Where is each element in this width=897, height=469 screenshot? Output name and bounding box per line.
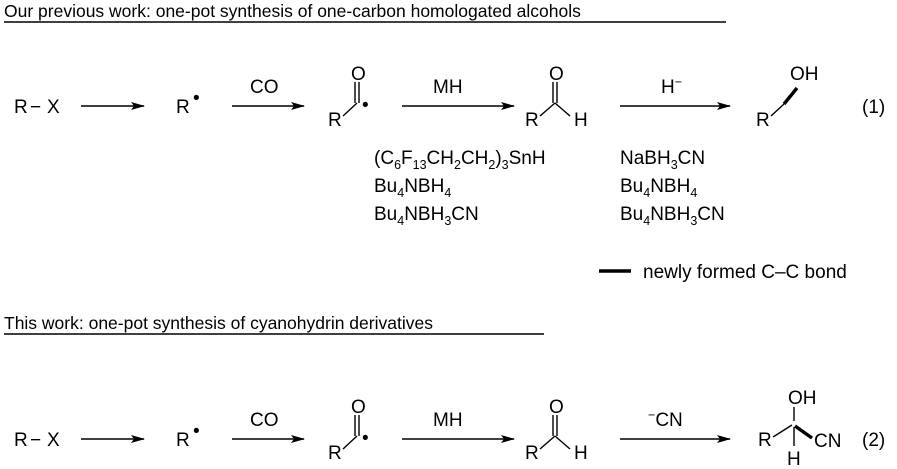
legend-text: newly formed C–C bond (643, 262, 847, 283)
atom-o: O (549, 64, 564, 85)
bond-c-h (554, 435, 571, 450)
atom-o: O (549, 397, 564, 418)
atom-oh: OH (788, 388, 817, 409)
atom-oh: OH (790, 64, 819, 85)
alcohol-product-1: R OH (756, 64, 819, 131)
atom-r: R (14, 97, 28, 118)
alkyl-halide-2: R − X (14, 430, 60, 451)
atom-cn: CN (814, 431, 841, 452)
legend: newly formed C–C bond (599, 262, 847, 283)
heading-this-work: This work: one-pot synthesis of cyanohyd… (4, 313, 433, 333)
bond-r-c (342, 435, 358, 450)
radical-dot: • (362, 428, 369, 449)
equation-1: R − X R • CO R O • MH R O H (14, 64, 885, 228)
reagent-mh: MH (433, 77, 463, 98)
radical-dot: • (193, 88, 200, 109)
atom-o: O (351, 64, 366, 85)
radical-dot: • (193, 421, 200, 442)
bond-dash: − (30, 97, 41, 118)
atom-r: R (328, 110, 342, 131)
reagent-co: CO (250, 77, 279, 98)
new-cc-bond (794, 424, 813, 440)
atom-h: H (574, 110, 588, 131)
new-cc-bond (782, 86, 799, 106)
radical-dot: • (362, 95, 369, 116)
atom-r: R (756, 110, 770, 131)
equation-number-1: (1) (862, 97, 885, 118)
atom-h: H (574, 443, 588, 464)
atom-r: R (176, 97, 190, 118)
atom-r: R (176, 430, 190, 451)
bond-dash: − (30, 430, 41, 451)
mh-reagent-list: (C6F13CH2CH2)3SnH Bu4NBH4 Bu4NBH3CN (374, 148, 546, 228)
bond-r-c (342, 102, 358, 117)
bond-r-c (539, 435, 556, 450)
equation-number-2: (2) (862, 430, 885, 451)
reagent-nabh3cn: NaBH3CN (620, 148, 705, 172)
atom-r: R (758, 430, 772, 451)
atom-r: R (328, 443, 342, 464)
acyl-radical-1: R O • (328, 64, 369, 131)
atom-h: H (787, 449, 801, 469)
alkyl-radical-1: R • (176, 88, 200, 118)
bond-r-c (770, 103, 785, 117)
atom-r: R (14, 430, 28, 451)
acyl-radical-2: R O • (328, 397, 369, 464)
aldehyde-1: R O H (525, 64, 588, 131)
atom-r: R (525, 443, 539, 464)
reagent-co: CO (250, 410, 279, 431)
reagent-mh: MH (433, 410, 463, 431)
equation-2: R − X R • CO R O • MH R O H (14, 388, 885, 469)
alkyl-halide-1: R − X (14, 97, 60, 118)
atom-r: R (525, 110, 539, 131)
bond-c-h (554, 102, 571, 117)
reagent-cyanide: −CN (648, 408, 683, 431)
atom-o: O (351, 397, 366, 418)
reagent-bu4nbh4: Bu4NBH4 (620, 176, 697, 200)
reagent-bu4nbh3cn: Bu4NBH3CN (620, 204, 725, 228)
bond-r-c (772, 424, 793, 438)
reagent-bu4nbh4: Bu4NBH4 (374, 176, 451, 200)
hydride-reagent-list: NaBH3CN Bu4NBH4 Bu4NBH3CN (620, 148, 725, 228)
aldehyde-2: R O H (525, 397, 588, 464)
reagent-hydride: H− (661, 75, 682, 98)
bond-r-c (539, 102, 556, 117)
reagent-bu4nbh3cn: Bu4NBH3CN (374, 204, 479, 228)
alkyl-radical-2: R • (176, 421, 200, 451)
reagent-tin-hydride: (C6F13CH2CH2)3SnH (374, 148, 546, 172)
heading-previous-work: Our previous work: one-pot synthesis of … (4, 1, 581, 21)
atom-x: X (47, 430, 60, 451)
atom-x: X (47, 97, 60, 118)
cyanohydrin-product: R OH CN H (758, 388, 841, 469)
